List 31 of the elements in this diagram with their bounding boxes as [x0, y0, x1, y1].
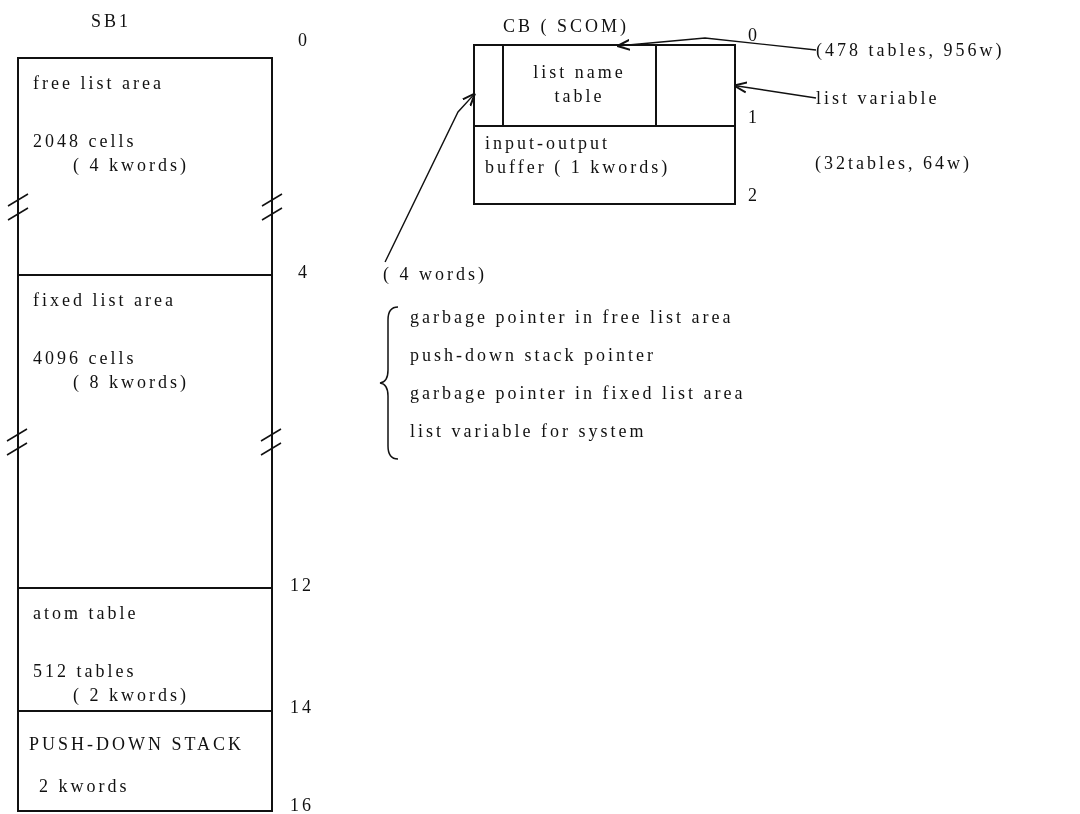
area-title: input-output buffer ( 1 kwords) — [485, 132, 671, 179]
address-number: 4 — [298, 261, 310, 284]
area-title: fixed list area — [33, 289, 176, 312]
list-item: garbage pointer in fixed list area — [410, 382, 746, 405]
arrow — [733, 81, 817, 99]
area-title: atom table — [33, 602, 139, 625]
address-number: 14 — [290, 696, 314, 719]
address-number: 2 — [748, 184, 760, 207]
area-size-text: 512 tables ( 2 kwords) — [33, 660, 189, 707]
area-size-text: 4096 cells ( 8 kwords) — [33, 347, 189, 394]
arrow — [384, 92, 476, 263]
address-number: 0 — [298, 29, 310, 52]
address-number: 12 — [290, 574, 314, 597]
address-number: 16 — [290, 794, 314, 814]
annotation-text: ( 4 words) — [383, 262, 487, 286]
area-size-text: 2048 cells ( 4 kwords) — [33, 130, 189, 177]
arrow — [616, 37, 817, 51]
annotation-text: (478 tables, 956w) — [816, 38, 1005, 62]
area-size-text: 2 kwords — [39, 775, 130, 798]
annotation-text: list variable — [816, 86, 940, 110]
block-heading: SB1 — [91, 10, 132, 33]
list-item: garbage pointer in free list area — [410, 306, 734, 329]
area-title: free list area — [33, 72, 164, 95]
block-heading: CB ( SCOM) — [503, 15, 630, 38]
area-title: PUSH-DOWN STACK — [29, 733, 245, 756]
annotation-text: (32tables, 64w) — [815, 152, 972, 175]
address-number: 1 — [748, 106, 760, 129]
list-item: list variable for system — [410, 420, 647, 443]
address-number: 0 — [748, 24, 760, 47]
area-title: list name table — [532, 61, 627, 108]
list-item: push-down stack pointer — [410, 344, 656, 367]
